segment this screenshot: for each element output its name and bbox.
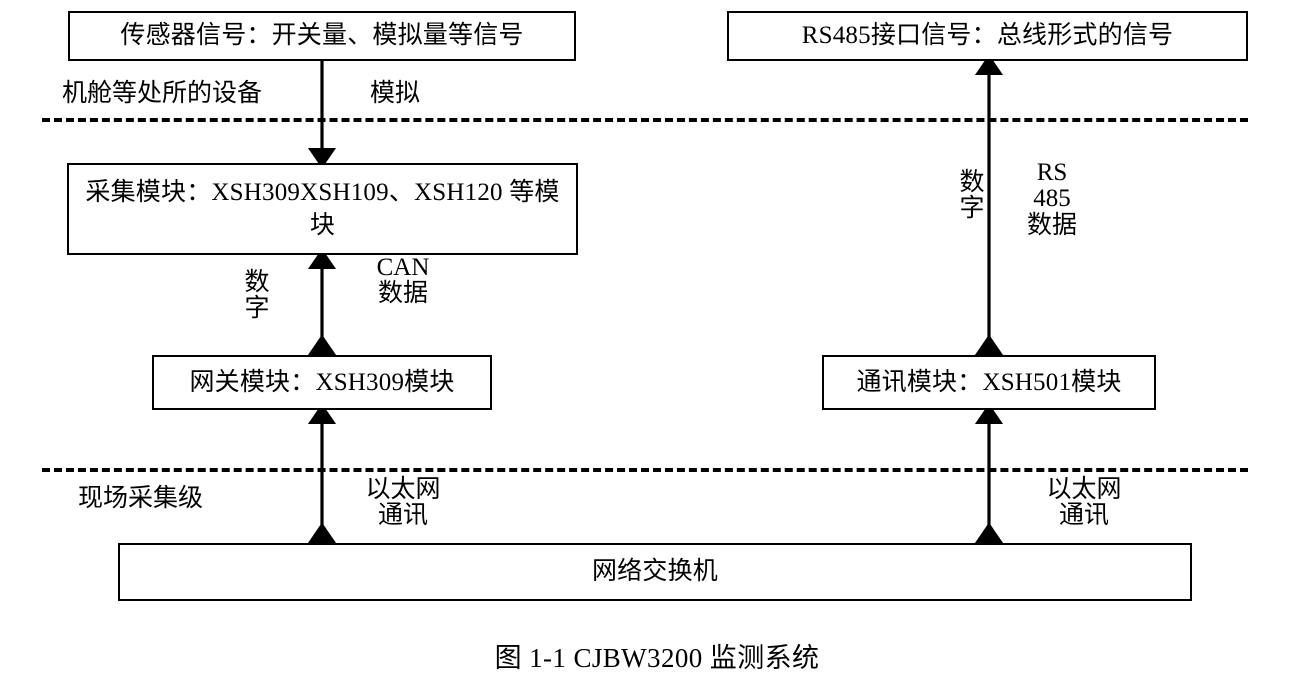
node-rs485-signal[interactable]: RS485接口信号：总线形式的信号 [727, 11, 1248, 61]
node-sensor-signal-label: 传感器信号：开关量、模拟量等信号 [120, 22, 524, 50]
node-network-switch[interactable]: 网络交换机 [118, 543, 1192, 601]
node-communication-module[interactable]: 通讯模块：XSH501模块 [822, 355, 1156, 410]
node-acquisition-module[interactable]: 采集模块：XSH309XSH109、XSH120 等模块 [67, 163, 578, 255]
node-sensor-signal[interactable]: 传感器信号：开关量、模拟量等信号 [68, 11, 576, 61]
zone-divider-bottom [42, 468, 1248, 472]
figure-caption: 图 1-1 CJBW3200 监测系统 [494, 643, 820, 673]
node-gateway-module-label: 网关模块：XSH309模块 [189, 368, 455, 396]
edge-label-rs-digital: 数字 [959, 169, 985, 223]
node-network-switch-label: 网络交换机 [591, 558, 718, 586]
edge-label-analog: 模拟 [370, 80, 421, 107]
edge-label-can-digital: 数字 [244, 269, 270, 323]
edge-label-ethernet-left: 以太网通讯 [365, 476, 441, 530]
zone-label-field-acquisition: 现场采集级 [78, 485, 204, 512]
zone-divider-top [42, 118, 1248, 122]
zone-label-engine-room: 机舱等处所的设备 [62, 80, 263, 107]
node-acquisition-module-label: 采集模块：XSH309XSH109、XSH120 等模块 [85, 178, 560, 240]
node-gateway-module[interactable]: 网关模块：XSH309模块 [152, 355, 492, 410]
edge-label-ethernet-right: 以太网通讯 [1046, 476, 1122, 530]
node-communication-module-label: 通讯模块：XSH501模块 [856, 368, 1122, 396]
node-rs485-signal-label: RS485接口信号：总线形式的信号 [801, 22, 1174, 50]
